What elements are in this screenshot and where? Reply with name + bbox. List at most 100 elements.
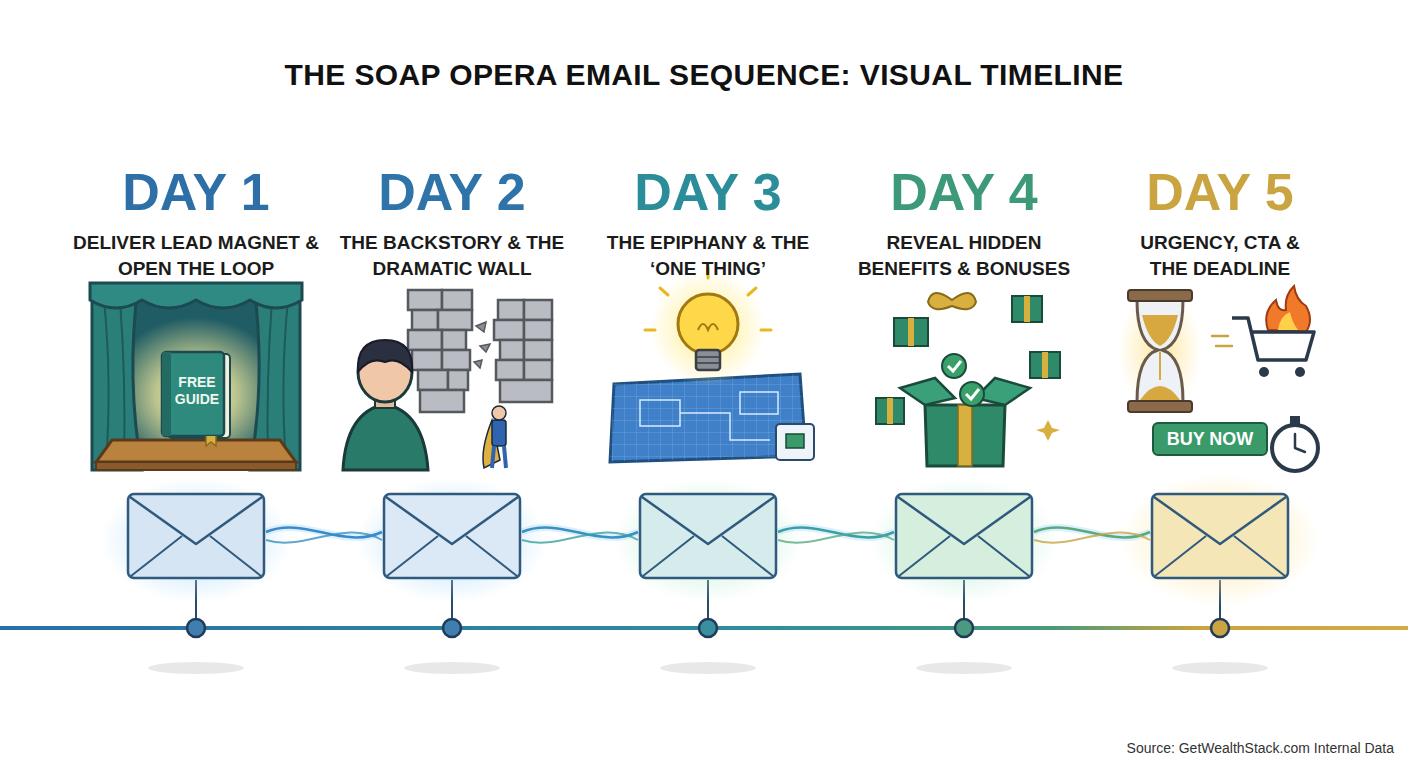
day-heading: DAY 4 (814, 162, 1114, 222)
hourglass-illustration (1137, 300, 1183, 402)
envelope-body (128, 494, 264, 578)
gift-illustration (1012, 296, 1042, 322)
wall-illustration (498, 300, 524, 320)
lightbulb-illustration (678, 294, 738, 354)
floor-shadow (1172, 662, 1268, 674)
stage-illustration (90, 283, 302, 473)
envelope-flap (386, 497, 518, 544)
envelope-body (896, 494, 1032, 578)
envelope-flap (130, 497, 262, 544)
hourglass-illustration (1118, 290, 1202, 412)
stopwatch-illustration (1295, 434, 1305, 452)
timeline-dot (699, 619, 717, 637)
blueprint-illustration (680, 413, 770, 440)
diagram-title: THE SOAP OPERA EMAIL SEQUENCE: VISUAL TI… (0, 56, 1408, 94)
wall-illustration (408, 290, 552, 412)
card-icon (776, 424, 814, 460)
hourglass-illustration (1142, 315, 1178, 346)
floor-shadow (148, 662, 244, 674)
gift-illustration (942, 354, 966, 378)
envelope-fold (1155, 536, 1285, 576)
envelope-flap (1154, 497, 1286, 544)
wall-illustration (500, 380, 552, 402)
person-illustration (343, 404, 428, 470)
wavy-connector (522, 528, 638, 543)
blueprint-illustration (640, 400, 680, 426)
envelope-shape (638, 492, 778, 580)
gift-illustration (1042, 352, 1048, 378)
wavy-connector (778, 528, 894, 543)
cart-illustration (1212, 286, 1314, 377)
timeline-dot (443, 619, 461, 637)
lightbulb-illustration (645, 268, 771, 386)
envelope-fold (643, 536, 773, 576)
person-illustration (343, 340, 428, 470)
connector-strand (522, 532, 638, 542)
cart-illustration (1259, 367, 1269, 377)
cart-illustration (1266, 286, 1310, 332)
floor-shadow (404, 662, 500, 674)
stage-illustration (96, 440, 296, 462)
card-icon (786, 434, 804, 448)
envelope-glow (101, 474, 1320, 606)
lightbulb-illustration (650, 270, 766, 386)
person-illustration (358, 340, 412, 372)
envelope-glow (613, 478, 803, 602)
blueprint-illustration (740, 392, 778, 414)
wall-illustration (448, 370, 468, 390)
wall-illustration (494, 320, 524, 340)
gift-illustration (908, 318, 914, 346)
gift-illustration (966, 389, 979, 399)
book-spine (162, 352, 171, 436)
stage-illustration (90, 283, 302, 308)
wall-illustration (408, 290, 442, 310)
email-envelope: DAY 3THE EPIPHANY & THE ‘ONE THING’ (638, 492, 778, 580)
wall-illustration (420, 390, 464, 412)
envelope-shape (1150, 492, 1290, 580)
envelope-shape (382, 492, 522, 580)
wavy-connector (1034, 528, 1150, 543)
envelope-body (640, 494, 776, 578)
lightbulb-illustration (696, 356, 720, 358)
button-label: BUY NOW (1154, 424, 1266, 454)
gift-illustration (960, 382, 984, 406)
stopwatch-illustration (1272, 425, 1318, 471)
stopwatch-illustration (1290, 416, 1300, 424)
gift-illustration (876, 293, 1060, 466)
gift-illustration (1036, 420, 1060, 441)
day-subtitle: THE EPIPHANY & THE ‘ONE THING’ (600, 230, 816, 282)
day-heading: DAY 1 (46, 162, 346, 222)
lightbulb-illustration (645, 329, 655, 332)
cart-illustration (1278, 312, 1298, 330)
wall-illustration (412, 350, 442, 370)
timeline-dot (187, 619, 1229, 637)
wall-illustration (442, 330, 466, 350)
lightbulb-illustration (660, 288, 668, 295)
lightbulb-illustration (748, 288, 756, 295)
guide-book: FREE GUIDE (160, 350, 232, 440)
email-envelope: DAY 1DELIVER LEAD MAGNET & OPEN THE LOOP (126, 492, 266, 580)
wall-illustration (442, 350, 470, 370)
timeline-dot (1211, 619, 1229, 637)
gift-illustration (958, 405, 972, 466)
envelope-glow (101, 478, 291, 602)
envelope-shape (894, 492, 1034, 580)
day-subtitle: URGENCY, CTA & THE DEADLINE (1121, 230, 1319, 282)
gift-illustration (1030, 352, 1060, 378)
cart-illustration (1212, 336, 1232, 346)
hourglass-illustration (1128, 290, 1192, 301)
lightbulb-illustration (696, 362, 720, 364)
wall-illustration (524, 340, 552, 360)
hero-figure (483, 406, 506, 468)
wall-illustration (408, 290, 552, 412)
floor-shadow (660, 662, 756, 674)
email-envelope: DAY 5URGENCY, CTA & THE DEADLINE (1150, 492, 1290, 580)
wall-illustration (500, 340, 524, 360)
gift-illustration (887, 398, 893, 424)
wall-illustration (524, 360, 552, 380)
timeline-dot (187, 619, 205, 637)
day-subtitle: REVEAL HIDDEN BENEFITS & BONUSES (843, 230, 1085, 282)
gift-illustration (876, 296, 1060, 424)
book-ribbon (206, 436, 216, 446)
